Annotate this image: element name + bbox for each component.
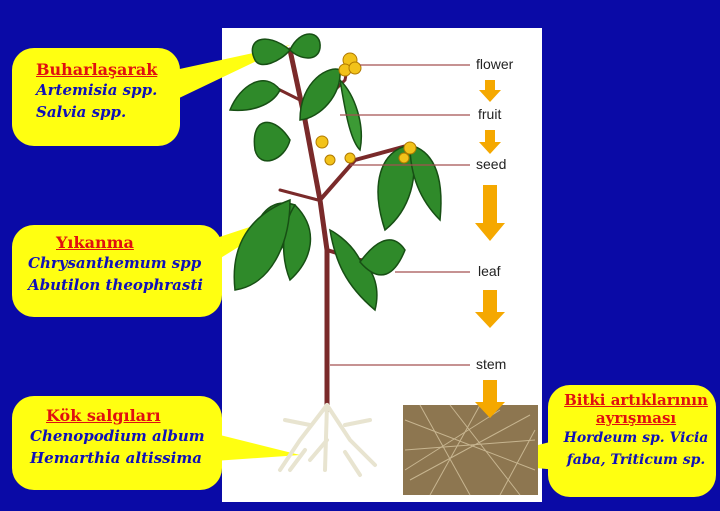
bubble-title-root-exudates: Kök salgıları	[30, 406, 222, 425]
bubble-residue-decomposition: Bitki artıklarının ayrışması Hordeum sp.…	[548, 385, 716, 497]
bubble-title-residue-line1: Bitki artıklarının	[556, 391, 716, 409]
species-salvia: Salvia spp.	[36, 101, 180, 123]
plant-residue-photo	[403, 405, 538, 495]
bubble-title-leaching: Yıkanma	[28, 233, 222, 252]
species-abutilon: Abutilon theophrasti	[28, 274, 222, 296]
species-chrysanthemum: Chrysanthemum spp	[28, 252, 222, 274]
bubble-volatilization: Buharlaşarak Artemisia spp. Salvia spp.	[12, 48, 180, 146]
stage-label-leaf: leaf	[478, 263, 501, 279]
bubble-title-residue-line2: ayrışması	[556, 409, 716, 427]
species-hordeum-vicia: Hordeum sp. Vicia	[556, 427, 716, 449]
stage-label-seed: seed	[476, 156, 506, 172]
bubble-root-exudates: Kök salgıları Chenopodium album Hemarthi…	[12, 396, 222, 490]
species-faba-triticum: faba, Triticum sp.	[556, 449, 716, 471]
plant-roots	[280, 405, 375, 475]
stage-label-stem: stem	[476, 356, 506, 372]
stage-label-fruit: fruit	[478, 106, 501, 122]
bubble-title-volatilization: Buharlaşarak	[36, 60, 180, 79]
species-chenopodium: Chenopodium album	[30, 425, 222, 447]
stage-label-flower: flower	[476, 56, 513, 72]
plant-leaves	[230, 34, 441, 310]
species-hemarthia: Hemarthia altissima	[30, 447, 222, 469]
bubble-leaching: Yıkanma Chrysanthemum spp Abutilon theop…	[12, 225, 222, 317]
species-artemisia: Artemisia spp.	[36, 79, 180, 101]
